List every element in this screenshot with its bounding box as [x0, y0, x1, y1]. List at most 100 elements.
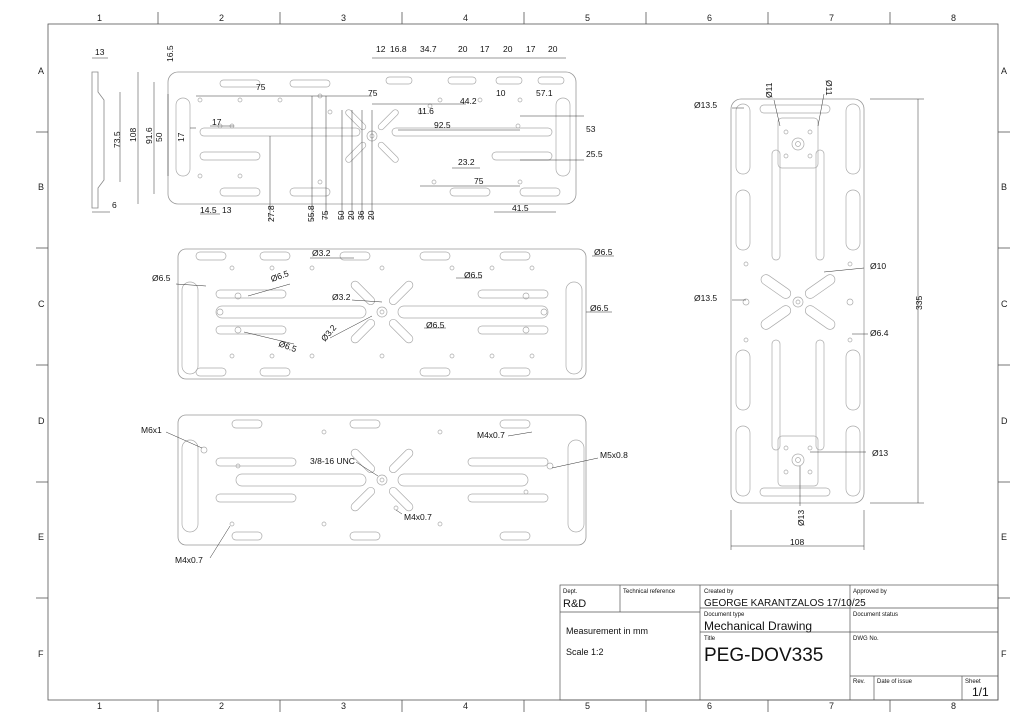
side-view-dimension: Ø13.5 — [694, 100, 717, 110]
top-view-dimension: 17 — [526, 44, 536, 54]
front-plate-outline — [177, 248, 587, 380]
grid-col-label-bottom: 8 — [951, 701, 956, 711]
grid-row-label-left: A — [38, 66, 44, 76]
grid-row-label-right: C — [1001, 299, 1008, 309]
grid-col-label-top: 5 — [585, 13, 590, 23]
doctype-value: Mechanical Drawing — [704, 619, 812, 633]
top-view-dimension: 36 — [356, 210, 366, 220]
drawing-title: PEG-DOV335 — [704, 645, 823, 666]
top-view-dimension: 50 — [336, 210, 346, 220]
grid-row-label-right: E — [1001, 532, 1007, 542]
side-view-dimension: 335 — [914, 296, 924, 310]
top-view-dimension: 16.5 — [165, 45, 175, 62]
grid-col-label-top: 4 — [463, 13, 468, 23]
top-view-dimension: 13 — [222, 205, 232, 215]
top-view-dimension: 11.6 — [418, 106, 434, 116]
grid-col-label-top: 7 — [829, 13, 834, 23]
approved-label: Approved by — [853, 589, 887, 595]
grid-col-label-bottom: 1 — [97, 701, 102, 711]
top-view: 13 16.5 12 16.8 34.7 20 17 20 17 20 75 75 44.2 10 57.1… — [91, 44, 603, 222]
top-view-dimension: 50 — [154, 132, 164, 142]
front-view-dimension: Ø6.5 — [594, 247, 613, 257]
front-view-dimension: Ø3.2 — [312, 248, 331, 258]
top-view-dimension: 20 — [366, 210, 376, 220]
grid-row-label-right: B — [1001, 182, 1007, 192]
doctype-label: Document type — [704, 612, 745, 618]
side-view-dimension: Ø13 — [872, 448, 888, 458]
top-view-dimension: 57.1 — [536, 88, 553, 98]
thread-callout: M5x0.8 — [600, 450, 628, 460]
top-view-dimension: 73.5 — [112, 131, 122, 148]
top-view-dimension: 34.7 — [420, 44, 437, 54]
dwg-label: DWG No. — [853, 636, 879, 642]
grid-col-label-top: 6 — [707, 13, 712, 23]
front-view-dimension: Ø6.5 — [590, 303, 609, 313]
sheet-label: Sheet — [965, 679, 981, 685]
top-view-dimension: 53 — [586, 124, 596, 134]
top-plate-features — [175, 76, 571, 197]
thread-callout: M4x0.7 — [175, 555, 203, 565]
top-view-dimension: 17 — [480, 44, 490, 54]
top-view-dimension: 17 — [176, 132, 186, 142]
grid-col-label-top: 1 — [97, 13, 102, 23]
rev-label: Rev. — [853, 679, 865, 685]
front-view-dimension: Ø6.5 — [152, 273, 171, 283]
tech-ref-label: Technical reference — [623, 589, 676, 595]
side-view-dimension: 108 — [790, 537, 804, 547]
dept-label: Dept. — [563, 589, 578, 595]
top-view-dimension: 10 — [496, 88, 506, 98]
scale-note: Scale 1:2 — [566, 647, 604, 657]
thread-callout: M4x0.7 — [477, 430, 505, 440]
grid-row-label-right: A — [1001, 66, 1007, 76]
top-view-dimension: 91.6 — [144, 127, 154, 144]
grid-col-label-top: 8 — [951, 13, 956, 23]
top-view-dimension: 55.8 — [306, 205, 316, 222]
front-view-dimension: Ø6.5 — [277, 338, 298, 354]
grid-col-label-top: 2 — [219, 13, 224, 23]
grid-col-label-bottom: 4 — [463, 701, 468, 711]
top-view-dim-lines — [92, 57, 584, 220]
drawing-frame — [36, 12, 1010, 712]
grid-row-label-left: D — [38, 416, 45, 426]
grid-row-label-right: D — [1001, 416, 1008, 426]
front-view-dimension: Ø6.5 — [464, 270, 483, 280]
front-view-dimension: Ø6.5 — [269, 268, 290, 284]
grid-row-label-left: B — [38, 182, 44, 192]
front-view-dimension: Ø6.5 — [426, 320, 445, 330]
grid-col-label-bottom: 3 — [341, 701, 346, 711]
top-view-dimension: 20 — [346, 210, 356, 220]
top-view-dimension: 14.5 — [200, 205, 217, 215]
title-block — [559, 584, 999, 701]
grid-row-label-left: F — [38, 649, 44, 659]
grid-col-label-top: 3 — [341, 13, 346, 23]
top-view-dimension: 75 — [320, 210, 330, 220]
side-view-dimension: Ø11 — [824, 80, 834, 96]
top-view-dimension: 20 — [548, 44, 558, 54]
thread-callout: M6x1 — [141, 425, 162, 435]
thread-callout: M4x0.7 — [404, 512, 432, 522]
top-view-dimension: 75 — [474, 176, 484, 186]
side-view-dimension: Ø13.5 — [694, 293, 717, 303]
top-view-dimension: 16.8 — [390, 44, 407, 54]
grid-row-label-right: F — [1001, 649, 1007, 659]
sheet-value: 1/1 — [972, 685, 989, 699]
grid-col-label-bottom: 2 — [219, 701, 224, 711]
grid-col-label-bottom: 7 — [829, 701, 834, 711]
top-view-dimension: 17 — [212, 117, 222, 127]
top-view-dimension: 12 — [376, 44, 386, 54]
grid-col-label-bottom: 6 — [707, 701, 712, 711]
dept-value: R&D — [563, 598, 586, 610]
side-plate-outline — [730, 98, 865, 504]
top-view-dimension: 44.2 — [460, 96, 477, 106]
top-view-dimension: 20 — [458, 44, 468, 54]
grid-row-label-left: E — [38, 532, 44, 542]
side-view-dimension: Ø11 — [764, 82, 774, 98]
profile-bracket — [91, 71, 105, 209]
top-view-dimension: 6 — [112, 200, 117, 210]
top-view-dimension: 92.5 — [434, 120, 451, 130]
top-view-dimension: 108 — [128, 128, 138, 142]
issue-label: Date of issue — [877, 679, 913, 685]
